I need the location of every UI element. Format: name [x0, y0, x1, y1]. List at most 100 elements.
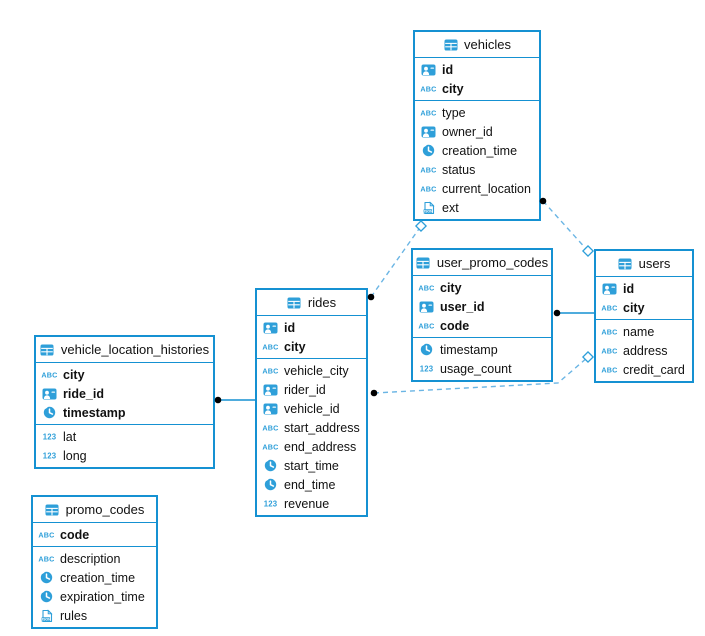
json-type-icon: JSON: [420, 200, 437, 215]
svg-text:ABC: ABC: [38, 531, 54, 540]
field-row[interactable]: end_time: [257, 475, 366, 494]
table-icon: [40, 344, 55, 356]
svg-text:ABC: ABC: [38, 555, 54, 564]
text-type-icon: ABC: [418, 282, 435, 293]
table-icon: [618, 258, 633, 270]
field-name: rider_id: [284, 382, 326, 397]
field-row[interactable]: start_time: [257, 456, 366, 475]
text-type-icon: ABC: [38, 529, 55, 540]
field-row[interactable]: owner_id: [415, 122, 539, 141]
table-header[interactable]: rides: [257, 290, 366, 316]
field-row[interactable]: ABC description: [33, 549, 156, 568]
field-name: current_location: [442, 181, 531, 196]
text-type-icon: ABC: [601, 364, 618, 375]
svg-text:ABC: ABC: [601, 304, 617, 313]
relation-endpoint-diamond: [581, 244, 595, 258]
field-row[interactable]: id: [257, 318, 366, 337]
table-title: rides: [307, 295, 337, 310]
text-type-icon: ABC: [262, 441, 279, 452]
id-badge-icon: [418, 301, 435, 313]
id-badge-icon: [420, 64, 437, 76]
field-name: credit_card: [623, 362, 685, 377]
text-type-icon: ABC: [38, 553, 55, 564]
time-type-icon: [262, 478, 279, 491]
field-name: status: [442, 162, 476, 177]
field-row[interactable]: timestamp: [413, 340, 551, 359]
svg-text:JSON: JSON: [41, 617, 51, 621]
field-row[interactable]: timestamp: [36, 403, 213, 422]
field-row[interactable]: ride_id: [36, 384, 213, 403]
svg-text:ABC: ABC: [420, 85, 436, 94]
field-row[interactable]: creation_time: [415, 141, 539, 160]
table-header[interactable]: users: [596, 251, 692, 277]
table-title: vehicles: [464, 37, 511, 52]
table-header[interactable]: vehicles: [415, 32, 539, 58]
field-name: description: [60, 551, 121, 566]
id-badge-icon: [420, 126, 437, 138]
number-type-icon: 123: [418, 363, 435, 374]
field-name: user_id: [440, 299, 485, 314]
relation-endpoint-dot: [370, 389, 378, 397]
field-name: address: [623, 343, 668, 358]
field-name: timestamp: [63, 405, 126, 420]
time-type-icon: [41, 406, 58, 419]
field-row[interactable]: id: [415, 60, 539, 79]
field-name: ride_id: [63, 386, 104, 401]
table-header[interactable]: user_promo_codes: [413, 250, 551, 276]
table-header[interactable]: vehicle_location_histories: [36, 337, 213, 363]
field-name: start_address: [284, 420, 360, 435]
relation-line-vehicles-users[interactable]: [542, 200, 589, 252]
table-title: users: [638, 256, 671, 271]
field-name: creation_time: [60, 570, 136, 585]
field-row[interactable]: rider_id: [257, 380, 366, 399]
text-type-icon: ABC: [262, 341, 279, 352]
text-type-icon: ABC: [262, 365, 279, 376]
field-row[interactable]: ABC vehicle_city: [257, 361, 366, 380]
field-name: id: [623, 281, 635, 296]
table-header[interactable]: promo_codes: [33, 497, 156, 523]
field-row[interactable]: user_id: [413, 297, 551, 316]
field-name: vehicle_city: [284, 363, 349, 378]
field-name: expiration_time: [60, 589, 145, 604]
field-name: type: [442, 105, 466, 120]
time-type-icon: [418, 343, 435, 356]
field-row[interactable]: ABC credit_card: [596, 360, 692, 379]
field-row[interactable]: expiration_time: [33, 587, 156, 606]
field-row[interactable]: vehicle_id: [257, 399, 366, 418]
field-row[interactable]: creation_time: [33, 568, 156, 587]
table-icon: [443, 39, 458, 51]
field-name: code: [440, 318, 470, 333]
field-row[interactable]: id: [596, 279, 692, 298]
